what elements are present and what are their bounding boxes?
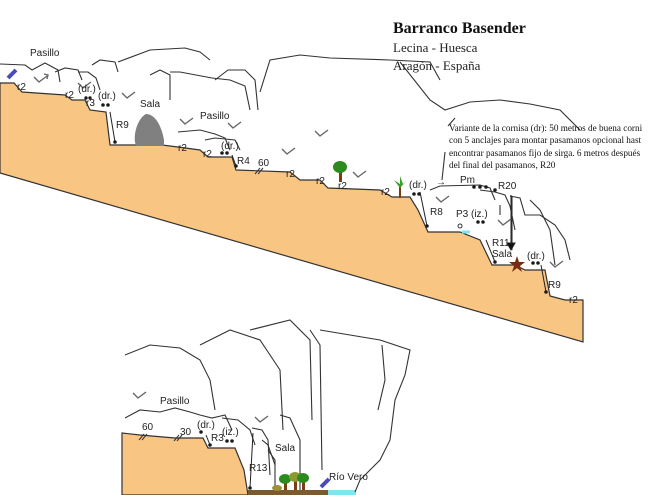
label-60: 60 bbox=[258, 158, 270, 169]
note-line: Variante de la cornisa (dr): 50 metros d… bbox=[449, 123, 643, 133]
label-sala: Sala bbox=[492, 249, 512, 260]
label-r2: r2 bbox=[203, 149, 212, 160]
lower-rock-profile bbox=[121, 432, 249, 495]
label-sala: Sala bbox=[140, 99, 160, 110]
label-dr: (dr.) bbox=[197, 420, 215, 431]
label-sala: Sala bbox=[275, 443, 295, 454]
star-marker-icon bbox=[509, 256, 525, 272]
label-pasillo: Pasillo bbox=[30, 48, 60, 59]
label-p3: P3 bbox=[456, 209, 469, 220]
label-r9: R9 bbox=[116, 120, 129, 131]
label-iz: (iz.) bbox=[471, 209, 488, 220]
label-60: 60 bbox=[142, 422, 154, 433]
plant-icon bbox=[394, 176, 407, 198]
label-rio-vero: Río Vero bbox=[329, 472, 368, 483]
label-dr: (dr.) bbox=[98, 91, 116, 102]
riverbank bbox=[248, 490, 330, 495]
label-r2: r2 bbox=[569, 295, 578, 306]
page-title: Barranco Basender bbox=[393, 20, 526, 37]
note-line: con 5 anclajes para montar pasamanos opc… bbox=[449, 135, 642, 146]
label-r9: R9 bbox=[548, 280, 561, 291]
note-line: encontrar pasamanos fijo de sirga. 6 met… bbox=[449, 147, 641, 158]
flow-chevron-icons bbox=[33, 73, 564, 423]
label-30: 30 bbox=[180, 427, 192, 438]
note-line: del final del pasamanos, R20 bbox=[449, 159, 556, 170]
trees-icon bbox=[272, 472, 309, 491]
start-arrow-icon bbox=[6, 68, 18, 80]
label-r13: R13 bbox=[249, 463, 268, 474]
label-r2: r2 bbox=[381, 187, 390, 198]
variant-note: Variante de la cornisa (dr): 50 metros d… bbox=[449, 122, 666, 171]
label-dr: (dr.) bbox=[409, 180, 427, 191]
label-pasillo: Pasillo bbox=[160, 396, 190, 407]
boulder-icon bbox=[134, 114, 164, 146]
tree-icon bbox=[333, 161, 347, 182]
label-r3: R3 bbox=[211, 433, 224, 444]
label-r2: r2 bbox=[338, 181, 347, 192]
rio-vero-water bbox=[328, 490, 356, 495]
label-iz: (iz.) bbox=[222, 427, 239, 438]
upper-cliff-lines bbox=[0, 47, 581, 266]
pool-icon bbox=[457, 223, 463, 229]
label-dr: (dr.) bbox=[221, 141, 239, 152]
location-line: Lecina - Huesca bbox=[393, 40, 478, 55]
label-r8: R8 bbox=[430, 207, 443, 218]
lower-cliff-lines bbox=[124, 319, 411, 493]
label-r2: r2 bbox=[316, 176, 325, 187]
location-line: Aragón - España bbox=[393, 58, 481, 73]
label-dr: (dr.) bbox=[78, 84, 96, 95]
label-pm: Pm bbox=[460, 175, 475, 186]
label-r20: R20 bbox=[498, 181, 517, 192]
label-arrow: → bbox=[436, 177, 446, 188]
distance-marks bbox=[138, 167, 264, 442]
exit-arrow-icon bbox=[319, 477, 331, 489]
upper-labels: Pasillo r2 r2 (dr.) r3 (dr.) Sala R9 Pas… bbox=[17, 48, 578, 306]
lower-labels: Pasillo 60 30 (dr.) R3 (iz.) Sala R13 Rí… bbox=[142, 396, 368, 483]
label-dr: (dr.) bbox=[527, 251, 545, 262]
rappel-lines bbox=[84, 96, 548, 490]
label-r2: r2 bbox=[286, 169, 295, 180]
label-r2: r2 bbox=[178, 143, 187, 154]
label-r11: R11 bbox=[492, 238, 510, 249]
label-r2: r2 bbox=[17, 82, 26, 93]
label-r2: r2 bbox=[65, 90, 74, 101]
label-r3: r3 bbox=[86, 98, 95, 109]
upper-rock-profile bbox=[0, 82, 584, 343]
label-pasillo: Pasillo bbox=[200, 111, 230, 122]
label-r4: R4 bbox=[237, 156, 250, 167]
